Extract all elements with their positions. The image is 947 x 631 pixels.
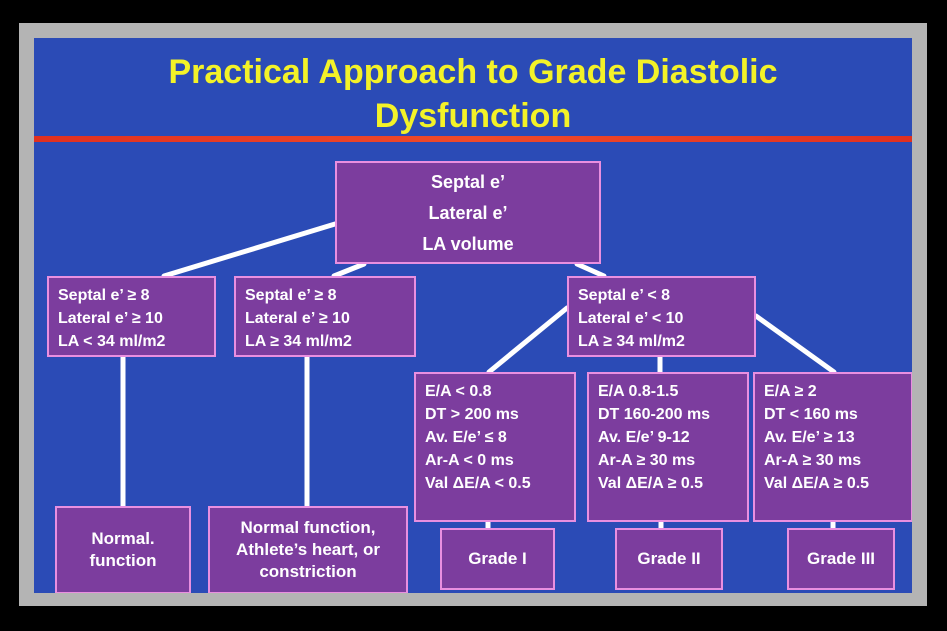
criterion-line: Val ΔE/A ≥ 0.5 [764,475,870,492]
criterion-line: Lateral e’ ≥ 10 [245,310,350,327]
connector-root-branch-2 [331,261,367,279]
criterion-line: E/A ≥ 2 [764,383,817,400]
outcome-line: Normal. [91,529,155,548]
connector-root-branch-1 [161,221,338,279]
connector-lines [120,221,837,531]
outcome-line: Grade III [806,549,876,568]
title-line-2: Dysfunction [374,97,572,135]
criterion-line: Lateral e’ < 10 [578,310,684,327]
outcome-grade-2: Grade II [615,528,723,590]
criterion-line: LA ≥ 34 ml/m2 [578,333,685,350]
outcome-line: Athlete’s heart, or [236,540,380,559]
outcome-line: function [89,551,157,570]
root-line: LA volume [422,234,514,254]
slide-title: Practical Approach to Grade Diastolic Dy… [34,50,912,138]
criterion-line: Av. E/e’ ≥ 13 [764,429,855,446]
root-node: Septal e’ Lateral e’ LA volume [335,161,601,264]
criterion-line: Ar-A ≥ 30 ms [764,452,862,469]
criterion-line: Ar-A < 0 ms [425,452,514,469]
outcome-grade-3: Grade III [787,528,895,590]
branch-node-enlarged-la: Septal e’ ≥ 8 Lateral e’ ≥ 10 LA ≥ 34 ml… [234,276,416,357]
criterion-line: Val ΔE/A ≥ 0.5 [598,475,704,492]
criterion-line: E/A 0.8-1.5 [598,383,679,400]
criterion-line: Septal e’ < 8 [578,287,671,304]
criterion-line: Av. E/e’ ≤ 8 [425,429,507,446]
criterion-line: LA < 34 ml/m2 [58,333,166,350]
connector-root-branch-3 [574,261,607,279]
criterion-line: Septal e’ ≥ 8 [245,287,337,304]
branch-node-normal-la: Septal e’ ≥ 8 Lateral e’ ≥ 10 LA < 34 ml… [47,276,216,357]
criterion-line: Septal e’ ≥ 8 [58,287,150,304]
criterion-line: Val ΔE/A < 0.5 [425,475,531,492]
slide: Practical Approach to Grade Diastolic Dy… [34,38,912,593]
criteria-node-grade-2: E/A 0.8-1.5 DT 160-200 ms Av. E/e’ 9-12 … [587,372,749,522]
criterion-line: DT 160-200 ms [598,406,711,423]
criteria-node-grade-1: E/A < 0.8 DT > 200 ms Av. E/e’ ≤ 8 Ar-A … [414,372,576,522]
criterion-line: Ar-A ≥ 30 ms [598,452,696,469]
outcome-line: Grade I [468,549,527,568]
criterion-line: LA ≥ 34 ml/m2 [245,333,352,350]
criteria-node-grade-3: E/A ≥ 2 DT < 160 ms Av. E/e’ ≥ 13 Ar-A ≥… [753,372,912,522]
root-line: Septal e’ [430,172,506,192]
criterion-line: DT < 160 ms [764,406,858,423]
outcome-athletes-heart: Normal function, Athlete’s heart, or con… [208,506,408,593]
outcome-normal-function: Normal. function [55,506,191,593]
root-line: Lateral e’ [428,203,508,223]
criterion-line: E/A < 0.8 [425,383,492,400]
connector-branch-3-criteria-3 [753,313,837,375]
outcome-line: Normal function, [240,518,376,537]
title-line-1: Practical Approach to Grade Diastolic [168,53,778,91]
outcome-line: constriction [259,562,357,581]
outcome-line: Grade II [637,549,701,568]
criterion-line: Lateral e’ ≥ 10 [58,310,163,327]
outcome-grade-1: Grade I [440,528,555,590]
criterion-line: DT > 200 ms [425,406,519,423]
branch-node-reduced-e: Septal e’ < 8 Lateral e’ < 10 LA ≥ 34 ml… [567,276,756,357]
criterion-line: Av. E/e’ 9-12 [598,429,690,446]
title-divider [34,136,912,142]
connector-branch-3-criteria-1 [486,305,570,375]
